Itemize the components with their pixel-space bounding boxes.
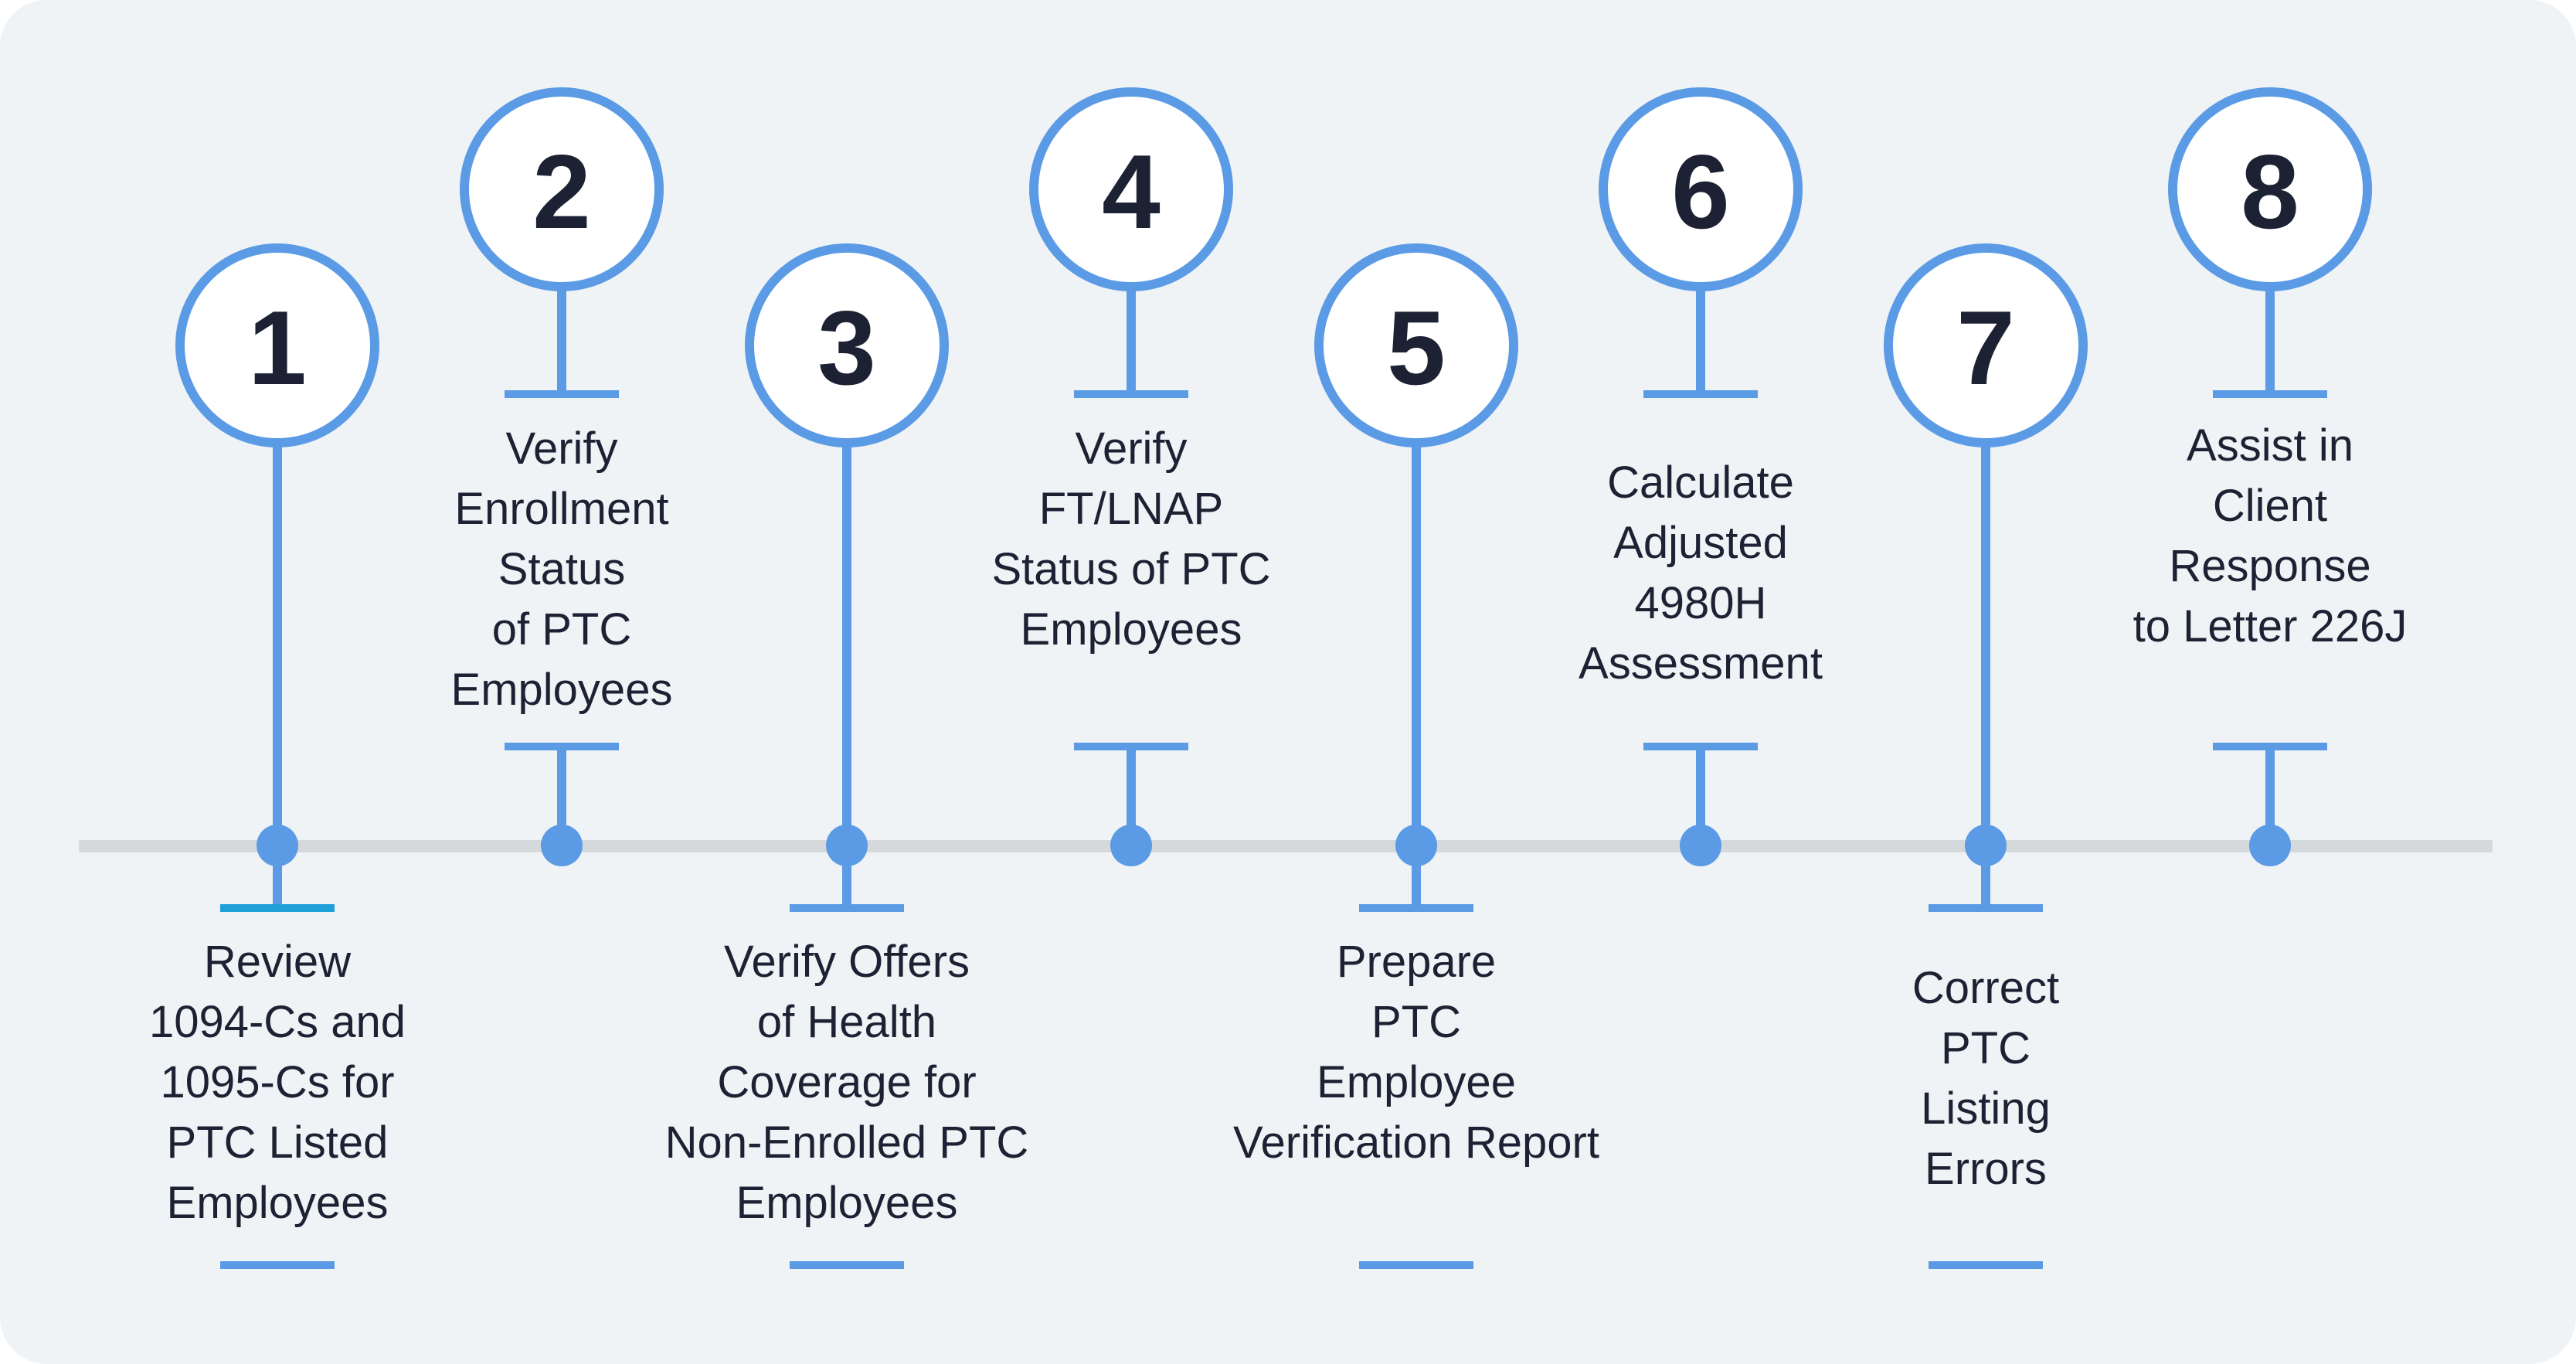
step-1-circle (175, 243, 379, 447)
timeline-axis (79, 840, 2493, 852)
step-5-axis-dot (1395, 825, 1437, 866)
step-7-axis-dot (1965, 825, 2007, 866)
step-2-axis-dot (541, 825, 583, 866)
step-label-5: Prepare PTC Employee Verification Report (1233, 937, 1599, 1168)
step-3-circle (745, 243, 949, 447)
step-1-number: 1 (248, 289, 307, 406)
step-5-circle (1314, 243, 1518, 447)
step-8-circle (2168, 87, 2372, 291)
step-3-axis-dot (826, 825, 868, 866)
step-5-number: 5 (1387, 289, 1446, 406)
step-8-number: 8 (2241, 133, 2299, 250)
step-4-circle (1029, 87, 1233, 291)
step-4-number: 4 (1102, 133, 1161, 250)
step-7-number: 7 (1956, 289, 2015, 406)
step-label-3: Verify Offers of Health Coverage for Non… (664, 937, 1029, 1228)
step-label-8: Assist in Client Response to Letter 226J (2133, 420, 2408, 651)
step-6-axis-dot (1680, 825, 1721, 866)
step-2-circle (460, 87, 664, 291)
step-6-circle (1599, 87, 1803, 291)
step-3-number: 3 (817, 289, 876, 406)
step-1-axis-dot (257, 825, 298, 866)
step-7-circle (1884, 243, 2088, 447)
step-label-2: Verify Enrollment Status of PTC Employee… (450, 423, 673, 715)
step-label-1: Review 1094-Cs and 1095-Cs for PTC Liste… (148, 937, 406, 1228)
step-8-axis-dot (2249, 825, 2291, 866)
step-6-number: 6 (1671, 133, 1730, 250)
step-label-7: Correct PTC Listing Errors (1912, 963, 2060, 1194)
step-4-axis-dot (1110, 825, 1152, 866)
step-2-number: 2 (532, 133, 591, 250)
step-label-6: Calculate Adjusted 4980H Assessment (1579, 458, 1823, 689)
step-label-4: Verify FT/LNAP Status of PTC Employees (991, 423, 1271, 655)
